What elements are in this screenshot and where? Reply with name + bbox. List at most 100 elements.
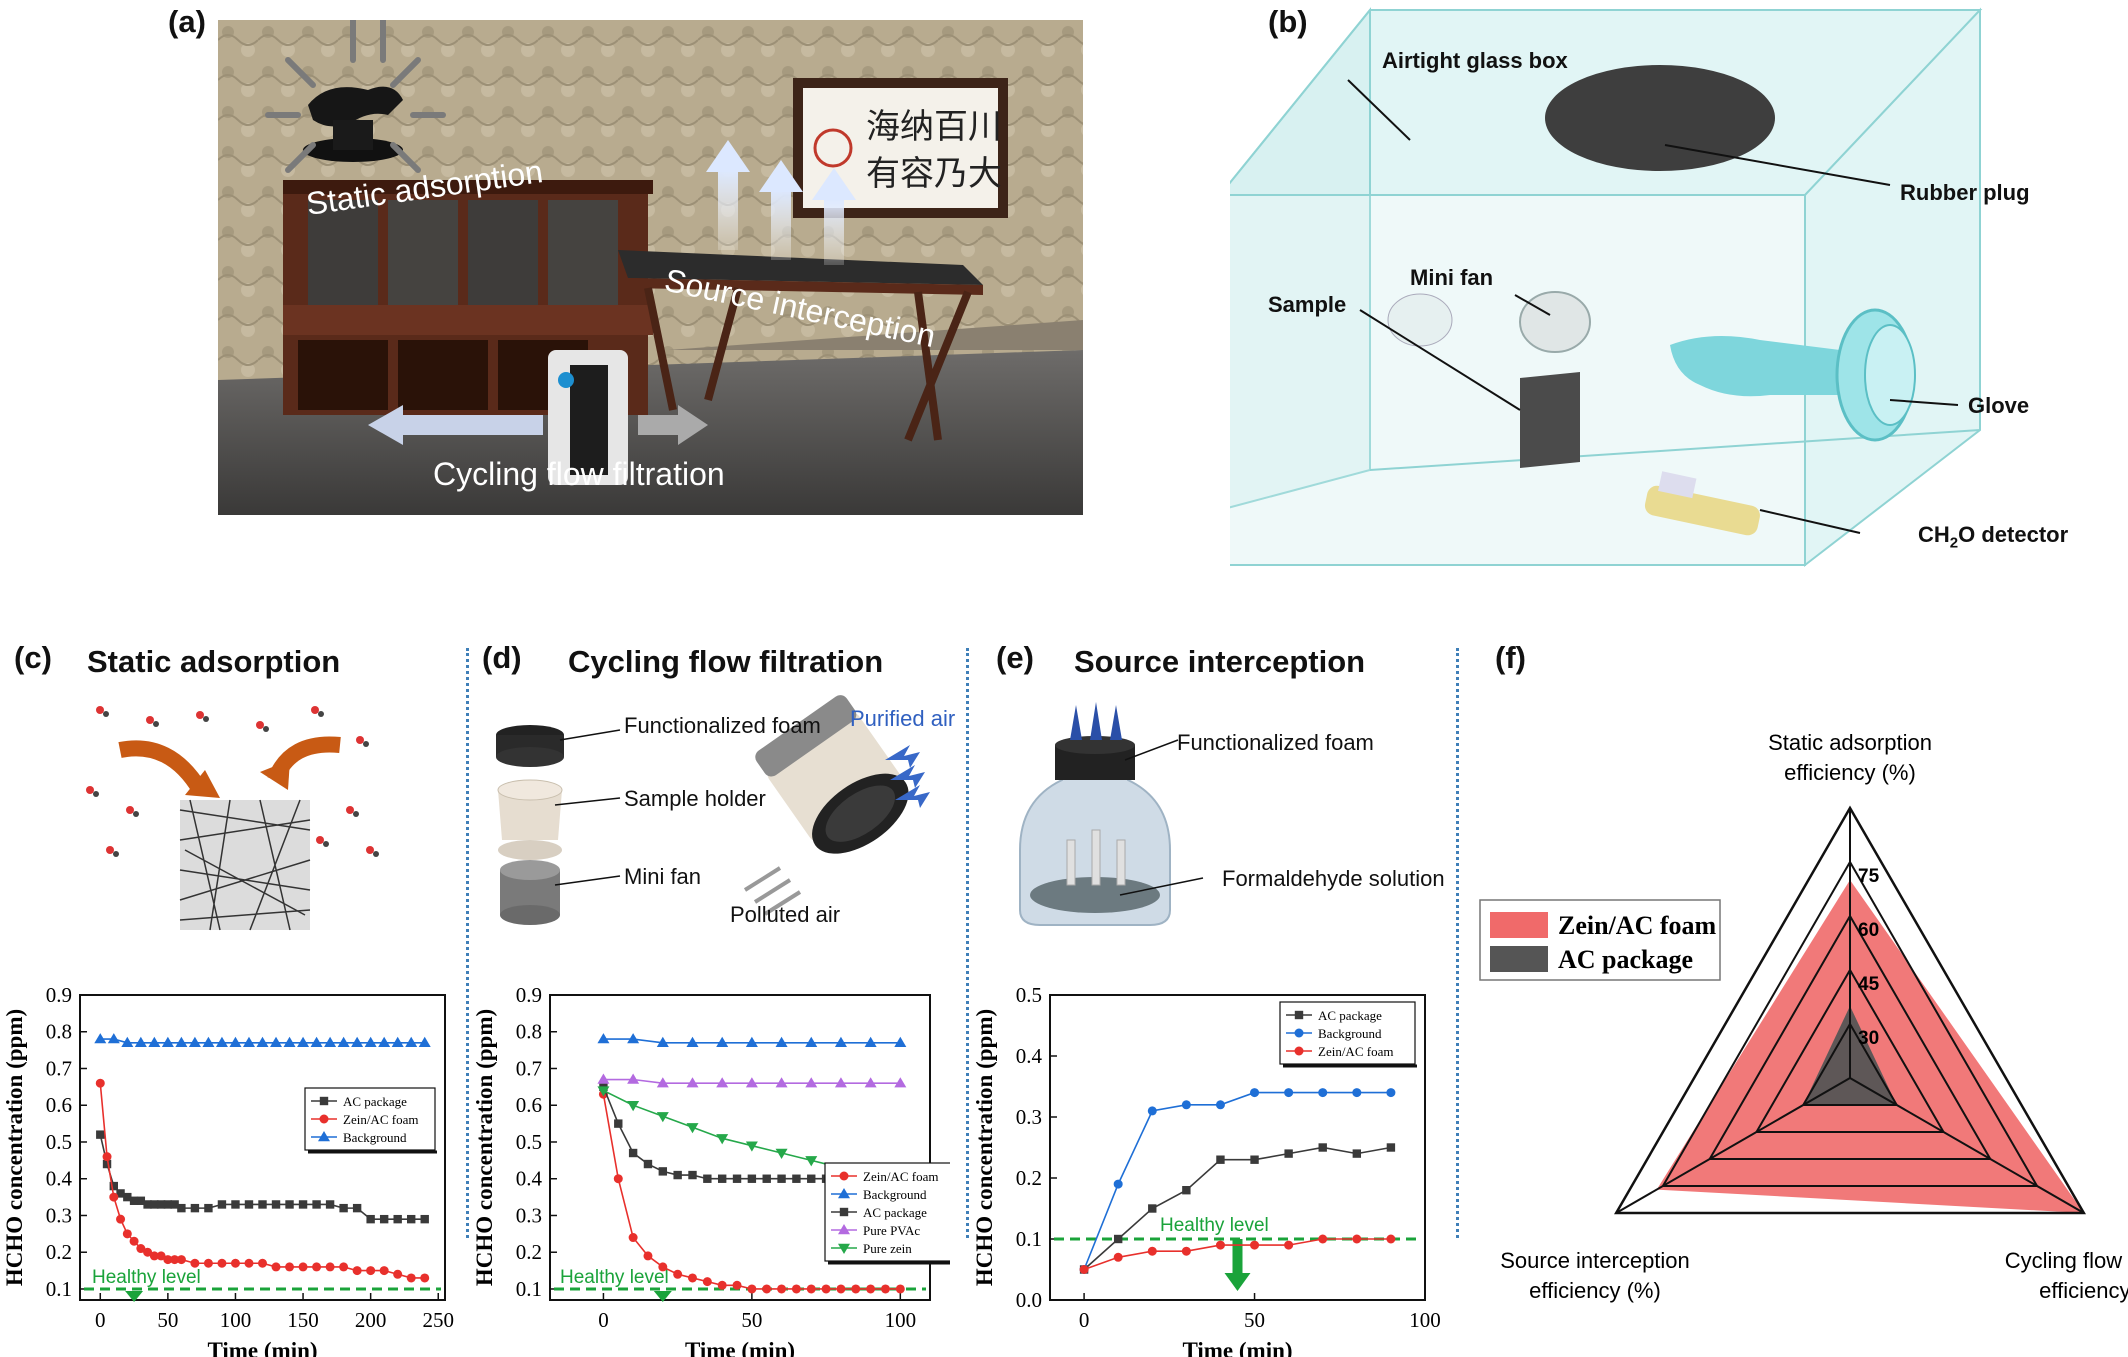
data-point [312,1200,321,1209]
radar-area-0 [1656,880,2084,1213]
data-point [204,1203,213,1213]
detector-label: CH2O detector [1918,522,2069,552]
data-point [1386,1143,1396,1152]
data-point [1284,1088,1294,1098]
legend-marker [1294,1046,1304,1056]
data-point [716,1036,729,1047]
radar-axis-label: efficiency (%) [2039,1278,2128,1303]
data-point [102,1152,112,1162]
data-point [1250,1155,1259,1164]
data-point [894,1036,907,1047]
data-point [597,1033,610,1044]
healthy-level-label: Healthy level [560,1267,669,1288]
legend-label: Pure zein [863,1241,912,1256]
y-tick-label: 0.6 [46,1093,72,1117]
y-tick-label: 0.4 [1016,1044,1043,1068]
radar-grid [1614,805,2086,1215]
data-point [148,1036,161,1047]
x-axis-label: Time (min) [685,1338,795,1357]
data-point [175,1036,188,1047]
data-point [379,1214,389,1224]
data-point [745,1141,758,1152]
data-point [217,1200,227,1209]
radar-tick-label: 60 [1858,920,1879,941]
healthy-arrow-head [653,1290,672,1302]
x-axis-label: Time (min) [207,1338,317,1357]
data-point [864,1077,877,1088]
y-tick-label: 0.5 [516,1130,542,1154]
radar-grid [1661,859,2039,1187]
data-point [364,1036,377,1047]
x-tick-label: 0 [598,1308,609,1332]
data-point [777,1284,787,1294]
data-point [656,1077,669,1088]
series-line-2 [1083,1238,1391,1271]
x-tick-label: 100 [220,1308,252,1332]
data-point [762,1284,772,1294]
legend-label: Zein/AC foam [343,1112,418,1127]
data-point [643,1251,653,1261]
legend-marker [319,1096,329,1106]
healthy-level-label: Healthy level [92,1267,201,1288]
y-axis-label: HCHO concentration (ppm) [2,1009,27,1286]
data-point [258,1200,267,1209]
data-point [163,1200,173,1209]
molecules [86,706,374,854]
y-tick-label: 0.1 [516,1277,542,1301]
data-point [271,1200,281,1209]
data-point [688,1170,697,1180]
data-point [298,1200,308,1209]
data-point [283,1036,296,1047]
data-point [1079,1265,1089,1274]
source-interception-illustration [1019,702,1204,926]
data-point [202,1036,215,1047]
data-point [122,1229,132,1239]
data-point [807,1174,816,1183]
data-point [1216,1155,1225,1164]
radar-axis-label: efficiency (%) [1529,1278,1661,1303]
panel-e-title: Source interception [1074,644,1366,679]
y-tick-label: 0.3 [46,1203,72,1227]
data-point [177,1203,186,1213]
data-point [420,1214,429,1224]
data-point [391,1036,404,1047]
x-tick-label: 50 [1244,1308,1265,1332]
data-point [352,1266,362,1276]
x-tick-label: 50 [157,1308,178,1332]
data-point [777,1174,786,1183]
data-point [747,1174,757,1183]
x-tick-label: 100 [1409,1308,1440,1332]
data-point [351,1036,364,1047]
ch2o-detector [1644,471,1760,536]
data-point [1215,1240,1225,1250]
data-point [258,1258,267,1268]
legend-marker [838,1224,850,1235]
panel-f-label: (f) [1495,640,1526,675]
d-purified-label: Purified air [850,706,956,731]
data-point [791,1284,801,1294]
y-tick-label: 0.4 [46,1167,73,1191]
data-point [686,1036,699,1047]
x-axis-label: Time (min) [1182,1338,1292,1357]
data-point [716,1077,729,1088]
data-point [688,1273,697,1283]
data-point [673,1170,682,1180]
y-tick-label: 0.4 [516,1167,543,1191]
data-point [805,1156,818,1167]
data-point [420,1273,430,1283]
radar-grid [1754,967,1946,1133]
data-point [123,1192,132,1202]
x-tick-label: 0 [95,1308,106,1332]
radar-legend-swatch [1490,912,1548,938]
data-point [628,1233,638,1243]
y-tick-label: 0.5 [46,1130,72,1154]
y-tick-label: 0.7 [516,1056,542,1080]
radar-axis-label: Static adsorption [1768,730,1932,755]
data-point [1386,1088,1396,1098]
legend-marker [838,1243,850,1254]
d-polluted-label: Polluted air [730,902,841,927]
x-tick-label: 0 [1079,1308,1090,1332]
